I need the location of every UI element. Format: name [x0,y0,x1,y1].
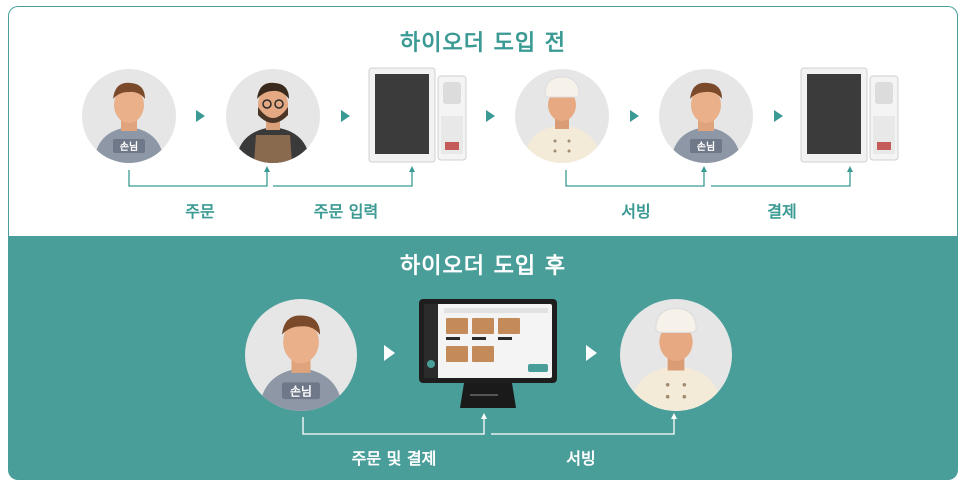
customer-badge: 손님 [120,140,138,153]
customer-illustration: 손님 [245,299,357,411]
arrow-right-icon [630,110,639,122]
arrow-right-icon [341,110,350,122]
pos-terminal-illustration [800,66,900,164]
flow-label-order-and-payment: 주문 및 결제 [351,449,437,468]
chef-illustration [620,299,732,411]
arrow-right-icon [774,110,783,122]
arrow-right-icon [384,345,395,361]
arrow-right-icon [196,110,205,122]
flow-label-serving: 서빙 [566,449,596,468]
flow-label-order: 주문 [185,202,215,221]
arrow-right-icon [586,345,597,361]
customer-badge: 손님 [290,385,312,399]
flow-label-order-entry: 주문 입력 [313,202,379,221]
customer-badge: 손님 [697,140,715,153]
after-title: 하이오더 도입 후 [400,254,566,279]
customer-illustration: 손님 [659,69,753,163]
staff-illustration [226,69,320,163]
flow-label-serving: 서빙 [621,202,651,221]
chef-illustration [515,69,609,163]
flow-label-payment: 결제 [767,202,797,221]
arrow-right-icon [486,110,495,122]
customer-illustration: 손님 [82,69,176,163]
tablet-order-device-illustration [418,298,558,410]
before-title: 하이오더 도입 전 [400,31,566,56]
pos-terminal-illustration [368,66,468,164]
